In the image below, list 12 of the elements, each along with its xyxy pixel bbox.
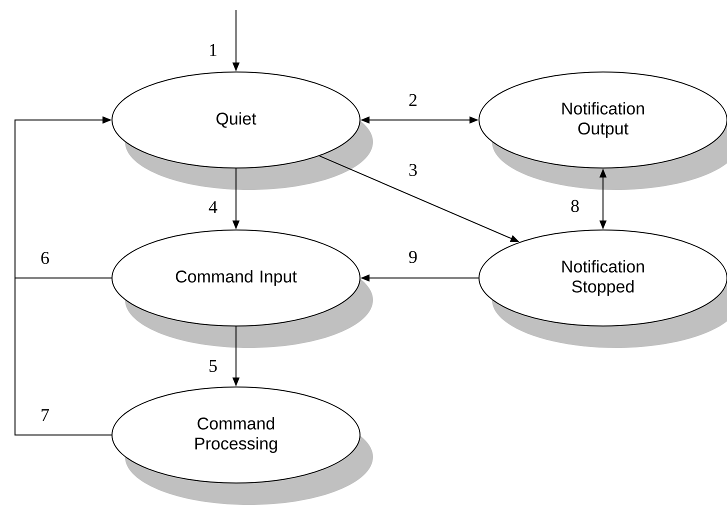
- edge-label: 5: [208, 359, 218, 373]
- edge-label: 2: [408, 93, 418, 107]
- node-label: Notification Output: [562, 102, 644, 138]
- edge-label: 8: [570, 198, 580, 214]
- edge-label: 3: [408, 162, 418, 178]
- node-label: Notification Stopped: [562, 260, 644, 296]
- edge-label: 4: [208, 200, 218, 214]
- arrow: [14, 116, 112, 436]
- edge-label: 6: [40, 250, 50, 266]
- edge-label: 9: [408, 250, 418, 264]
- edge-label: 1: [208, 43, 218, 57]
- edge-label: 7: [40, 408, 50, 422]
